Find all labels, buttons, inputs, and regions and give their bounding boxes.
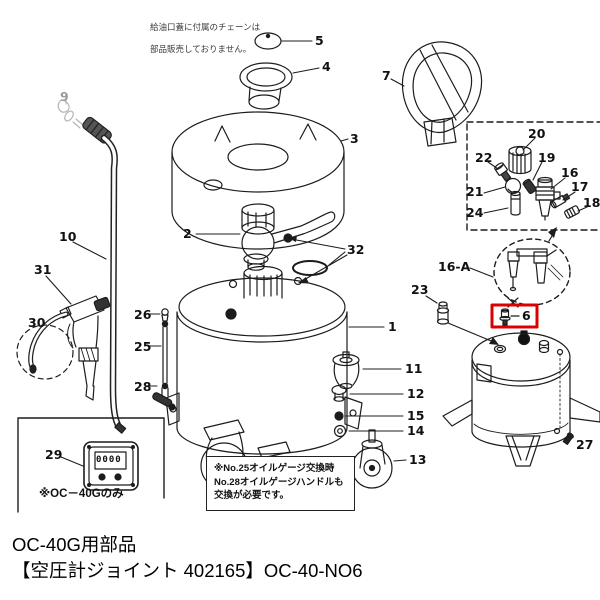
callout-25: 25 (134, 339, 152, 354)
callout-31: 31 (34, 262, 52, 277)
part-26-25-28-rod-drawing (152, 308, 176, 411)
part-19-sleeve-drawing (522, 178, 537, 195)
callout-22: 22 (475, 150, 493, 165)
top-note-line2: 部品販売しておりません。 (150, 44, 252, 54)
part-24-cylinder-drawing (510, 190, 521, 216)
part-32-oring-drawing (292, 260, 328, 276)
callout-32: 32 (347, 242, 365, 257)
callout-4: 4 (322, 59, 331, 74)
part-2-valve-drawing (241, 203, 336, 271)
lower-tank-drawing (442, 330, 600, 467)
part-6-highlight-box (490, 303, 539, 329)
callout-21: 21 (466, 184, 484, 199)
part-18-fitting-drawing (564, 205, 580, 219)
part-20-knob-drawing (508, 145, 532, 175)
oil-gauge-replace-note: ※No.25オイルゲージ交換時 No.28オイルゲージハンドルも 交換が必要です… (206, 456, 355, 511)
callout-16a: 16-A (438, 259, 471, 274)
part-10-hose-drawing (82, 116, 127, 434)
callout-3: 3 (350, 131, 359, 146)
callout-11: 11 (405, 361, 423, 376)
replace-note-line3: 交換が必要です。 (214, 490, 290, 501)
footer-model-line: OC-40G用部品 (12, 534, 137, 555)
exploded-parts-drawing (16, 32, 600, 513)
callout-12: 12 (407, 386, 425, 401)
part-27-screw-drawing (562, 432, 574, 446)
callout-10: 10 (59, 229, 77, 244)
part-12-plug-drawing (331, 384, 347, 402)
callout-26: 26 (134, 307, 152, 322)
part-31-gun-drawing (28, 295, 111, 401)
part-5-cap-drawing (254, 32, 282, 50)
callout-1: 1 (388, 319, 397, 334)
callout-7: 7 (382, 68, 391, 83)
oc40g-only-label: ※OC－40Gのみ (39, 488, 124, 500)
callout-9: 9 (60, 89, 69, 104)
callout-28: 28 (134, 379, 152, 394)
callout-15: 15 (407, 408, 425, 423)
top-note: 給油口蓋に付属のチェーンは 部品販売しておりません。 (150, 22, 260, 55)
gauge-display-value: 0000 (96, 455, 122, 465)
part-30-dashed-circle (16, 324, 74, 380)
part-7-handle-drawing (401, 41, 483, 147)
callout-2: 2 (183, 226, 192, 241)
part-9-faint-parts-drawing (57, 99, 84, 129)
part-13-caster-drawing (351, 429, 393, 489)
part-29-digital-gauge-drawing (83, 441, 139, 491)
callout-20: 20 (528, 126, 546, 141)
callout-17: 17 (571, 179, 589, 194)
callout-14: 14 (407, 423, 425, 438)
oc40g-box-border (17, 417, 165, 513)
part-15-ball-drawing (334, 411, 344, 421)
callout-23: 23 (411, 282, 429, 297)
replace-note-line2: No.28オイルゲージハンドルも (214, 476, 344, 488)
footer-part-line: 【空圧計ジョイント 402165】OC-40-NO6 (12, 560, 363, 581)
part-3-drum-drawing (171, 111, 345, 250)
part-1-main-tank-drawing (165, 265, 363, 455)
callout-5: 5 (315, 33, 324, 48)
assembly-16a-dashed-circle (493, 227, 571, 308)
part-16-regulator-drawing (535, 176, 561, 221)
part-14-ring-drawing (333, 424, 347, 438)
callout-18: 18 (583, 195, 600, 210)
callout-19: 19 (538, 150, 556, 165)
part-22-fitting-drawing (494, 162, 512, 182)
callout-27: 27 (576, 437, 594, 452)
leader-lines (45, 40, 588, 467)
callout-13: 13 (409, 452, 427, 467)
part-4-funnel-drawing (239, 62, 293, 110)
callout-6: 6 (522, 308, 531, 323)
part-11-socket-drawing (332, 351, 360, 390)
callout-29: 29 (45, 447, 63, 462)
regulator-kit-dashed-box (466, 121, 600, 231)
callout-30: 30 (28, 315, 46, 330)
callout-24: 24 (466, 205, 484, 220)
top-note-line1: 給油口蓋に付属のチェーンは (150, 22, 261, 32)
replace-note-line1: ※No.25オイルゲージ交換時 (214, 463, 335, 474)
callout-16: 16 (561, 165, 579, 180)
